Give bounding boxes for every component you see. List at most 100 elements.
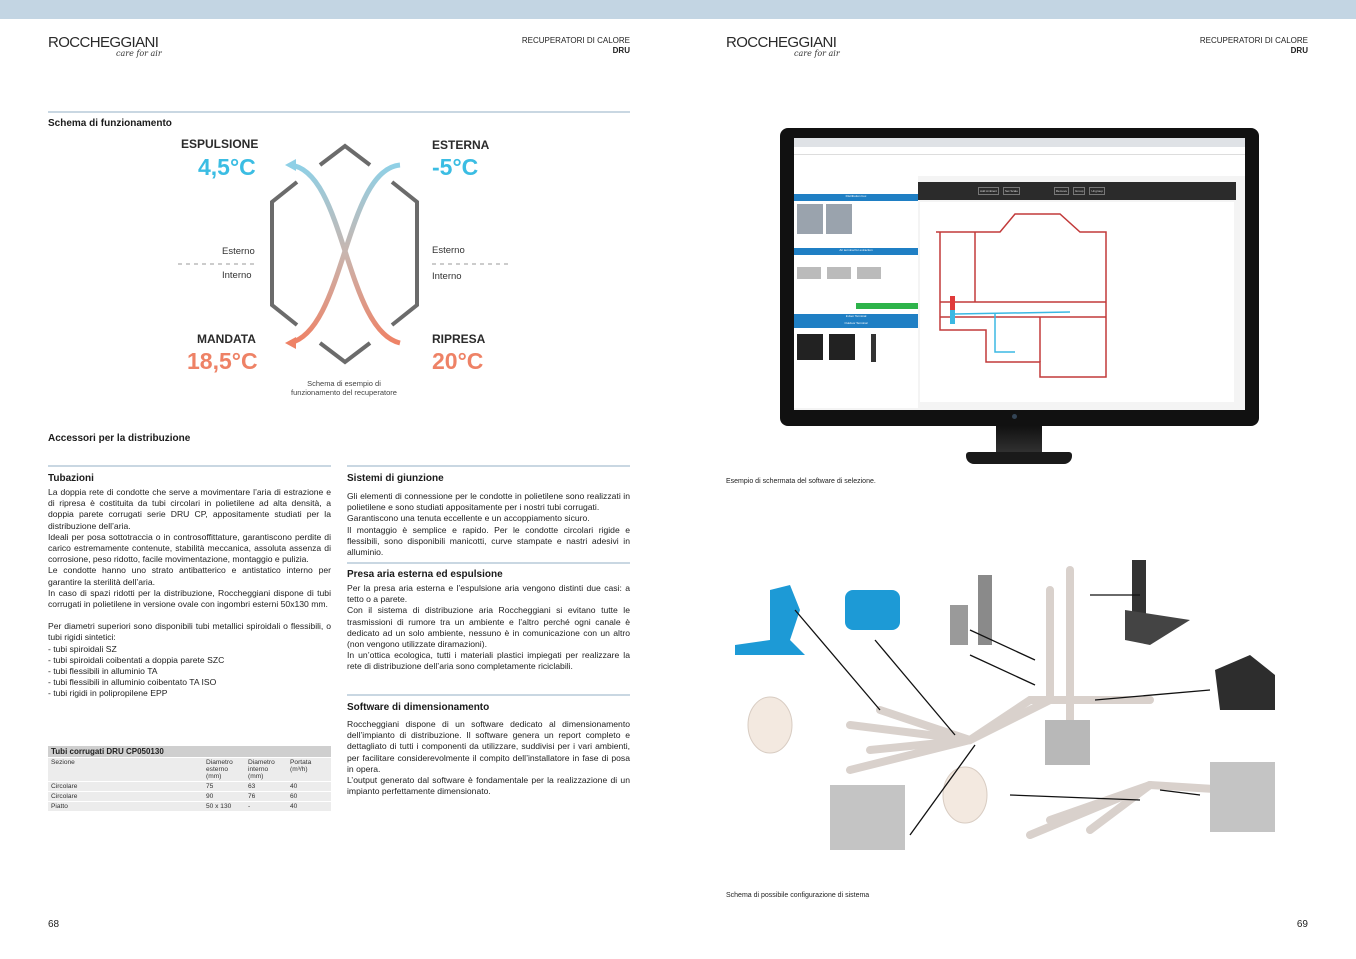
monitor: Distribution box Air terminal for extrac…: [780, 128, 1259, 426]
subsection-heading: Tubazioni: [48, 473, 94, 484]
label-ripresa: RIPRESA: [432, 332, 486, 346]
caption-line: Schema di esempio di: [307, 379, 381, 388]
running-header: RECUPERATORI DI CALORE DRU: [522, 36, 630, 56]
distribution-box: [1045, 720, 1090, 765]
brand-name: ROCCHEGGIANI: [48, 34, 159, 51]
browser-address-bar: [794, 147, 1245, 155]
list-item: - tubi spiroidali SZ: [48, 643, 117, 654]
divider: [347, 562, 630, 564]
table-cell: 76: [245, 792, 287, 801]
presa-section: Presa aria esterna ed espulsione Per la …: [347, 569, 630, 673]
table-header: Diametro interno (mm): [245, 758, 287, 781]
screen-sidebar-section: Air terminal for extraction: [794, 248, 918, 255]
system-caption: Schema di possibile configurazione di si…: [726, 892, 870, 899]
label-interno-left: Interno: [222, 270, 252, 281]
screen-toolbar-button: Remove: [1053, 187, 1070, 195]
corrugated-pipe-coil: [747, 696, 793, 754]
paragraph: Per diametri superiori sono disponibili …: [48, 621, 331, 643]
giunzione-section: Sistemi di giunzione Gli elementi di con…: [347, 473, 630, 558]
table-cell: 63: [245, 782, 287, 791]
heat-recovery-unit: [830, 785, 905, 850]
paragraph: La doppia rete di condotte che serve a m…: [48, 487, 331, 531]
table-cell: 90: [203, 792, 245, 801]
heat-recovery-diagram: [178, 143, 510, 365]
browser-tabs: [794, 138, 1245, 147]
paragraph: L’output generato dal software è fondame…: [347, 775, 630, 797]
divider: [48, 111, 630, 113]
temp-espulsione: 4,5°C: [198, 154, 256, 180]
label-espulsione: ESPULSIONE: [181, 137, 259, 151]
label-interno-right: Interno: [432, 271, 462, 282]
divider: [347, 465, 630, 467]
paragraph: In un’ottica ecologica, tutti i material…: [347, 650, 630, 672]
screen-toolbar-button: Ungroup: [1089, 187, 1105, 195]
temp-ripresa: 20°C: [432, 348, 484, 374]
app-header: [794, 155, 1245, 176]
callout-arrows: [794, 594, 1211, 836]
screen-sidebar-section: Indoor Terminal: [794, 314, 918, 321]
table-header: Sezione: [48, 758, 203, 781]
subsection-heading: Presa aria esterna ed espulsione: [347, 569, 503, 580]
label-esterno-left: Esterno: [222, 246, 255, 257]
brand-logo: ROCCHEGGIANI care for air: [48, 34, 162, 58]
monitor-stand: [966, 452, 1072, 464]
software-text: Roccheggiani dispone di un software dedi…: [347, 719, 630, 797]
screen-toolbar-button: Set Scale: [1003, 187, 1020, 195]
table-cell: 40: [287, 782, 331, 791]
list-item: - tubi spiroidali coibentati a doppia pa…: [48, 654, 225, 665]
table-cell: 60: [287, 792, 331, 801]
floor-plan: [920, 202, 1234, 402]
metal-pipe: [978, 575, 992, 645]
screen-toolbar: Add Ambient Set Scale Remove Group Ungro…: [918, 182, 1236, 200]
caption-line: funzionamento del recuperatore: [291, 388, 397, 397]
table-cell: Circolare: [48, 782, 203, 791]
screen-sidebar-section: Distribution box: [794, 194, 918, 201]
wall-terminal: [1215, 655, 1275, 710]
screen-sidebar: Distribution box Air terminal for extrac…: [794, 176, 918, 408]
table-cell: Piatto: [48, 802, 203, 811]
table-title: Tubi corrugati DRU CP050130: [48, 746, 331, 757]
metal-pipe: [950, 605, 968, 645]
page-number: 68: [48, 919, 60, 930]
temp-mandata: 18,5°C: [187, 348, 258, 374]
label-esterna: ESTERNA: [432, 138, 490, 152]
software-screenshot: Distribution box Air terminal for extrac…: [794, 138, 1245, 410]
table-cell: -: [245, 802, 287, 811]
brand-name: ROCCHEGGIANI: [726, 34, 837, 51]
subsection-heading: Sistemi di giunzione: [347, 473, 444, 484]
table-header: Diametro esterno (mm): [203, 758, 245, 781]
supply-flow: [289, 162, 401, 346]
temp-esterna: -5°C: [432, 154, 479, 180]
table-cell: 75: [203, 782, 245, 791]
running-header: RECUPERATORI DI CALORE DRU: [1200, 36, 1308, 56]
paragraph: Gli elementi di connessione per le condo…: [347, 491, 630, 513]
paragraph: In caso di spazi ridotti per la distribu…: [48, 587, 331, 610]
diagram-caption: Schema di esempio di funzionamento del r…: [270, 379, 418, 397]
section-title: RECUPERATORI DI CALORE: [1199, 36, 1308, 45]
table-cell: 50 x 130: [203, 802, 245, 811]
top-band: [0, 0, 1356, 19]
paragraph: Ideali per posa sottotraccia o in contro…: [48, 531, 331, 565]
divider: [48, 465, 331, 467]
table-row: Circolare 90 76 60: [48, 792, 331, 801]
page-number: 69: [1296, 919, 1308, 930]
table-row: Piatto 50 x 130 - 40: [48, 802, 331, 811]
screen-sidebar-section: Outdoor Terminal: [794, 321, 918, 328]
label-mandata: MANDATA: [197, 332, 256, 346]
presa-text: Per la presa aria esterna e l’espulsione…: [347, 583, 630, 673]
section-heading: Accessori per la distribuzione: [48, 433, 191, 444]
brand-tagline: care for air: [116, 49, 162, 58]
table-cell: Circolare: [48, 792, 203, 801]
roof-flashing: [1125, 610, 1190, 645]
divider: [347, 694, 630, 696]
heat-recovery-unit: [1210, 762, 1275, 832]
arrow-icon: [285, 159, 296, 171]
table-row: Circolare 75 63 40: [48, 782, 331, 791]
tubazioni-section: Tubazioni La doppia rete di condotte che…: [48, 473, 331, 700]
label-esterno-right: Esterno: [432, 245, 465, 256]
list-item: - tubi flessibili in alluminio TA: [48, 666, 158, 677]
screen-toolbar-button: Group: [1073, 187, 1086, 195]
list-item: - tubi flessibili in alluminio coibentat…: [48, 677, 217, 688]
arrow-icon: [285, 337, 296, 349]
screen-toolbar-button: Add Ambient: [978, 187, 1000, 195]
